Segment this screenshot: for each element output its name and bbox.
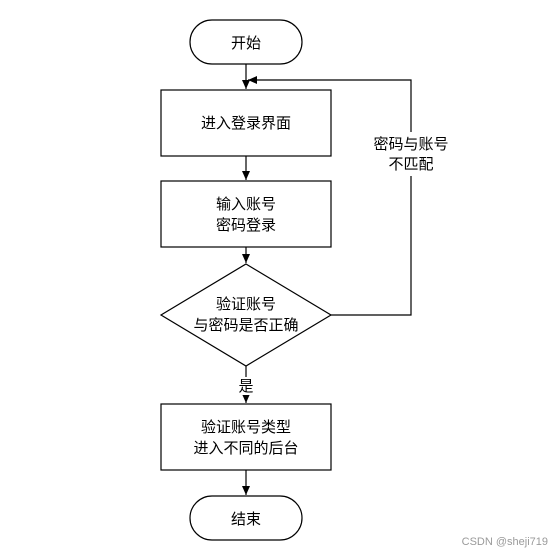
end-label: 结束 (231, 510, 261, 528)
route-backend-line2: 进入不同的后台 (193, 439, 298, 457)
route-backend-node: 验证账号类型 进入不同的后台 (160, 403, 332, 471)
verify-decision-line1: 验证账号 (216, 295, 276, 313)
start-label: 开始 (231, 34, 261, 52)
input-credentials-line2: 密码登录 (216, 216, 276, 234)
input-credentials-line1: 输入账号 (216, 195, 276, 213)
input-credentials-node: 输入账号 密码登录 (160, 180, 332, 248)
watermark-text: CSDN @sheji719 (461, 536, 548, 548)
verify-decision-node: 验证账号 与密码是否正确 (159, 263, 333, 367)
start-node: 开始 (189, 19, 303, 65)
login-ui-node: 进入登录界面 (160, 89, 332, 157)
mismatch-label-line2: 不匹配 (388, 155, 433, 173)
login-ui-label: 进入登录界面 (201, 114, 291, 132)
yes-label: 是 (238, 377, 253, 395)
edge-mismatch-loop (248, 76, 412, 316)
verify-decision-line2: 与密码是否正确 (193, 316, 298, 334)
mismatch-label-line1: 密码与账号 (373, 135, 448, 153)
end-node: 结束 (189, 495, 303, 541)
route-backend-line1: 验证账号类型 (201, 418, 291, 436)
